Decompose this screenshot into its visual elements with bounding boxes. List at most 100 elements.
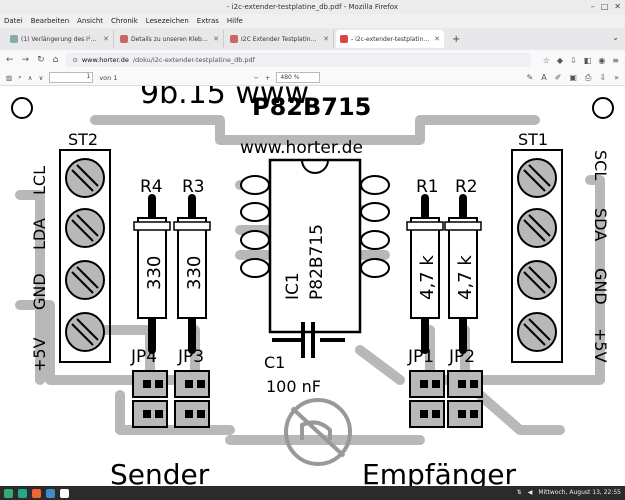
window-icon[interactable] [60,488,69,498]
menu-extras[interactable]: Extras [196,17,219,25]
pcb-layout: 9b.15 www P82B715 www.horter.de ST2 LCL … [11,86,614,486]
tab-label: (1) Verlängerung des I²C Le [21,35,101,43]
maximize-icon[interactable]: □ [600,2,609,11]
st1-label: ST1 [518,130,548,149]
ic1-ref: IC1 [283,272,303,300]
r3-label: R3 [182,177,205,197]
r2-label: R2 [455,177,478,197]
zoom-in-icon[interactable]: + [264,73,271,82]
taskbar: ⇅ ◀ Mittwoch, August 13, 22:55 [0,486,625,500]
left-label-lcl: LCL [30,166,49,195]
url-domain: www.horter.de [81,56,129,64]
close-icon[interactable]: ✕ [614,2,621,11]
find-icon[interactable]: ⌕ [18,73,22,81]
c1-value: 100 nF [266,377,321,396]
tab-close-icon[interactable]: ✕ [323,35,329,43]
ic1-body [268,158,362,334]
print-icon[interactable]: ⎙ [584,73,592,82]
clock[interactable]: Mittwoch, August 13, 22:55 [538,489,621,496]
start-menu-icon[interactable] [4,488,13,498]
tab-close-icon[interactable]: ✕ [103,35,109,43]
menu-bearbeiten[interactable]: Bearbeiten [30,17,70,25]
network-icon[interactable]: ⇅ [516,489,522,496]
menu-chronik[interactable]: Chronik [111,17,138,25]
volume-icon[interactable]: ◀ [527,489,533,496]
r4-value: 330 [144,256,165,290]
navigation-bar: ← → ↻ ⌂ ⊙ www.horter.de/doku/i2c-extende… [0,50,625,70]
shield-icon[interactable]: ◆ [556,55,564,65]
tab-close-icon[interactable]: ✕ [213,35,219,43]
ic1-notch [301,159,329,174]
left-label-gnd: GND [30,273,49,310]
tab-favicon-icon [230,35,238,43]
page-number-input[interactable]: 1 [49,72,94,83]
window-titlebar: - i2c-extender-testplatine_db.pdf - Mozi… [0,0,625,14]
resistor-bodies [133,217,482,319]
tab-i2c-extender[interactable]: I2C Extender Testplatine mit P8✕ [226,30,334,48]
menu-datei[interactable]: Datei [4,17,23,25]
tab-klebesockel[interactable]: Details zu unseren Klebesockel✕ [116,30,224,48]
highlight-icon[interactable]: ✎ [526,73,534,82]
tab-list-chevron-icon[interactable]: ⌄ [612,33,619,42]
pcb-website: www.horter.de [240,138,363,158]
ic1-name: P82B715 [307,224,327,300]
app-icon[interactable] [46,488,55,498]
menu-bar: Datei Bearbeiten Ansicht Chronik Lesezei… [0,14,625,28]
right-label-sda: SDA [591,208,610,241]
firefox-icon[interactable] [32,488,41,498]
save-icon[interactable]: ⇩ [599,73,607,82]
mounting-holes [11,97,614,119]
pdf-viewer[interactable]: 9b.15 www P82B715 www.horter.de ST2 LCL … [0,86,625,486]
menu-hilfe[interactable]: Hilfe [226,17,243,25]
st1-screws [517,158,557,352]
download-icon[interactable]: ⇩ [570,55,577,65]
image-icon[interactable]: ▣ [569,73,577,82]
new-tab-icon[interactable]: + [452,33,461,45]
page-count: von 1 [99,73,118,82]
jp2-label: JP2 [448,347,475,367]
minimize-icon[interactable]: – [590,2,595,11]
home-icon[interactable]: ⌂ [52,55,59,65]
more-tools-icon[interactable]: » [614,73,619,82]
tab-verlaengerung[interactable]: (1) Verlängerung des I²C Le✕ [6,30,114,48]
reload-icon[interactable]: ↻ [37,55,45,65]
right-label-5v: +5V [591,328,610,363]
c1-capacitor [272,322,345,358]
site-info-icon[interactable]: ⊙ [72,56,78,64]
sidebar-toggle-icon[interactable]: ▥ [6,73,13,82]
window-title: - i2c-extender-testplatine_db.pdf - Mozi… [226,3,399,11]
text-icon[interactable]: A [541,73,547,82]
jumper-holes [143,380,478,418]
tab-label: I2C Extender Testplatine mit P8 [241,35,320,43]
extensions-icon[interactable]: ◧ [583,55,592,65]
tab-close-icon[interactable]: ✕ [434,35,440,43]
bookmark-star-icon[interactable]: ☆ [542,55,550,65]
account-icon[interactable]: ◉ [598,55,606,65]
tab-favicon-icon [120,35,128,43]
files-icon[interactable] [18,488,27,498]
address-bar[interactable]: ⊙ www.horter.de/doku/i2c-extender-testpl… [66,53,531,67]
menu-icon[interactable]: ≡ [612,55,619,65]
st2-connector [59,149,111,363]
tab-label: Details zu unseren Klebesockel [131,35,210,43]
sender-label: Sender [110,458,210,486]
r3-value: 330 [184,256,205,290]
forward-icon[interactable]: → [21,55,30,65]
st2-label: ST2 [68,130,98,149]
page-down-icon[interactable]: ∨ [38,73,44,82]
zoom-select[interactable]: 480 % [276,72,321,83]
menu-ansicht[interactable]: Ansicht [77,17,104,25]
zoom-out-icon[interactable]: − [253,73,259,82]
jp4-label: JP4 [130,347,157,367]
tab-label: - i2c-extender-testplatine_d [351,35,432,43]
r1-value: 4,7 k [417,255,438,300]
jp3-label: JP3 [177,347,204,367]
pdf-toolbar: ▥ ⌕ ∧ ∨ 1 von 1 − + 480 % ✎ A ✐ ▣ ⎙ ⇩ » [0,70,625,86]
back-icon[interactable]: ← [6,55,14,65]
page-up-icon[interactable]: ∧ [27,73,33,82]
empfaenger-label: Empfänger [362,458,517,486]
tab-pdf-active[interactable]: - i2c-extender-testplatine_d✕ [336,30,444,48]
menu-lesezeichen[interactable]: Lesezeichen [145,17,189,25]
draw-icon[interactable]: ✐ [554,73,562,82]
st2-screws [65,158,105,352]
